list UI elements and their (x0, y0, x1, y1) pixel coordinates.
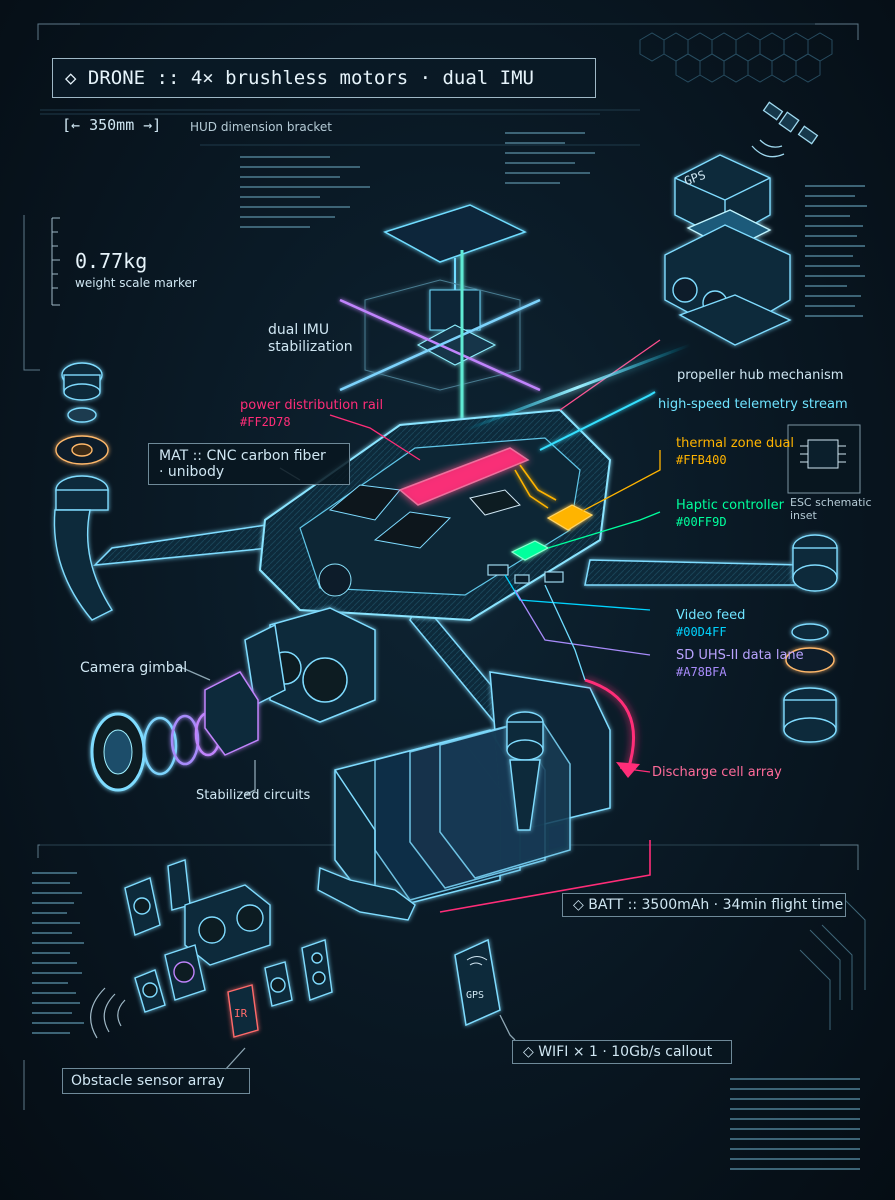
power-rail-label: power distribution rail (240, 398, 384, 413)
power-rail (398, 447, 530, 506)
battery-bracket (439, 840, 651, 913)
haptic-hex: #00FF9D (676, 515, 727, 529)
telemetry-label: high-speed telemetry stream (658, 397, 848, 412)
gimbal-label: Camera gimbal (80, 660, 188, 676)
signal-waves (90, 987, 126, 1039)
data-noise (32, 132, 867, 1170)
dimension-label: HUD dimension bracket (190, 120, 332, 134)
esc-inset (787, 424, 861, 494)
esc-line1: ESC schematic (790, 496, 872, 509)
discharge-arrow (584, 678, 636, 771)
gps-card (454, 938, 501, 1027)
wifi-callout: ◇ WIFI × 1 · 10Gb/s callout (512, 1040, 732, 1064)
power-rail-hex: #FF2D78 (240, 415, 291, 429)
thermal-label: thermal zone dual (676, 436, 795, 451)
ir-sensor-label: IR (234, 1007, 248, 1020)
gps-module (664, 154, 792, 346)
weight-value: 0.77kg (75, 249, 148, 273)
bottom-motor (506, 711, 544, 831)
hex-grid (639, 32, 833, 83)
discharge-label: Discharge cell array (652, 765, 782, 780)
page-title: ◇ DRONE :: 4× brushless motors · dual IM… (52, 58, 596, 98)
propeller-hub-label: propeller hub mechanism (677, 368, 844, 383)
weight-scale (51, 217, 60, 306)
right-motor-stack (783, 534, 838, 743)
side-ports (487, 564, 564, 584)
weight-label: weight scale marker (75, 276, 197, 290)
left-motor-stack (53, 362, 114, 621)
lens-stack (90, 671, 259, 792)
camera-gimbal (244, 607, 376, 723)
dual-imu-line1: dual IMU (268, 322, 330, 338)
material-line2: · unibody (159, 464, 225, 480)
scan-lines (40, 109, 640, 146)
haptic-label: Haptic controller (676, 498, 784, 513)
esc-line2: inset (790, 509, 817, 522)
imu-stabilizer (339, 204, 541, 440)
sd-label: SD UHS-II data lane (676, 648, 804, 663)
obstacle-callout: Obstacle sensor array (62, 1068, 250, 1094)
material-line1: MAT :: CNC carbon fiber (159, 448, 326, 464)
satellite-icon (751, 101, 819, 158)
hud-frame (23, 23, 859, 1110)
discharge-arrowhead (616, 762, 640, 778)
sd-hex: #A78BFA (676, 665, 727, 679)
gps-card-label: GPS (466, 990, 485, 1001)
material-callout: MAT :: CNC carbon fiber · unibody (148, 443, 350, 485)
battery-callout: ◇ BATT :: 3500mAh · 34min flight time (562, 893, 846, 917)
obstacle-sensors (124, 859, 416, 1038)
battery-pack (334, 671, 611, 913)
stabilized-label: Stabilized circuits (196, 788, 311, 803)
video-label: Video feed (676, 608, 746, 623)
telemetry-beam (464, 343, 691, 432)
dimension-value: [← 350mm →] (62, 116, 162, 134)
thermal-hex: #FFB400 (676, 453, 727, 467)
video-hex: #00D4FF (676, 625, 727, 639)
circuit-traces (799, 899, 866, 1030)
dual-imu-line2: stabilization (268, 339, 353, 355)
